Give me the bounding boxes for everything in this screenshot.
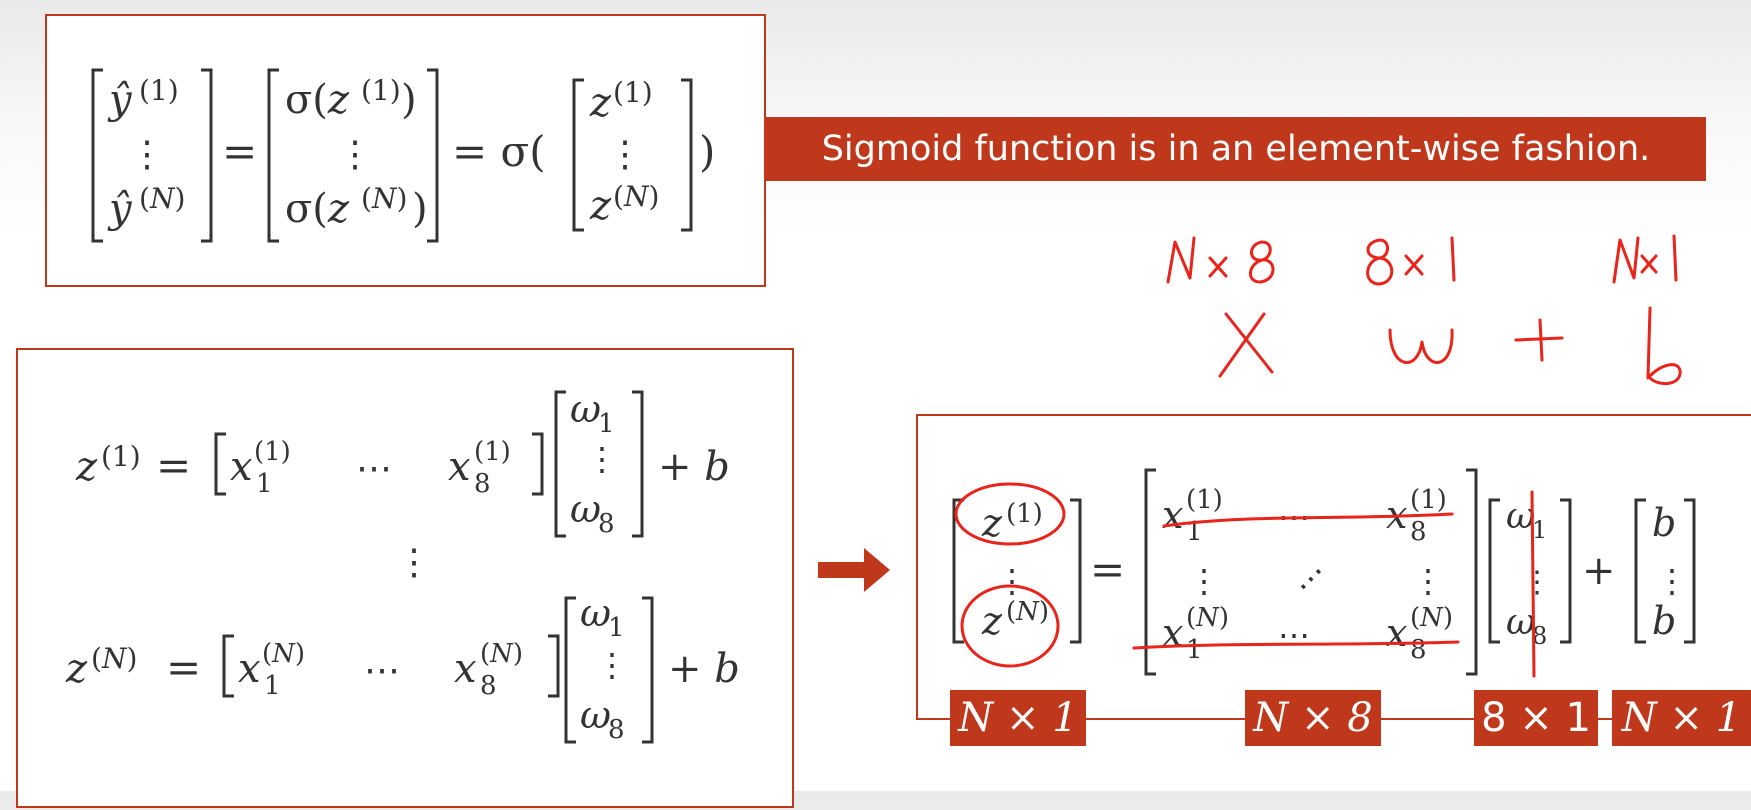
svg-text:σ(z: σ(z	[285, 77, 350, 123]
svg-text:+ b: + b	[668, 646, 740, 692]
matrix-form-box: z (1) ⋮ z (N) = x (1) 1 ⋯ x (1) 8 ⋮ ⋯ ⋮ …	[916, 414, 1751, 720]
svg-text:(N): (N)	[1186, 603, 1229, 633]
svg-text:(1): (1)	[139, 74, 179, 107]
svg-text:(1): (1)	[613, 76, 653, 109]
svg-text:1: 1	[1186, 517, 1203, 547]
matrix-form-equation: z (1) ⋮ z (N) = x (1) 1 ⋯ x (1) 8 ⋮ ⋯ ⋮ …	[952, 468, 1696, 678]
svg-text:8: 8	[608, 715, 625, 745]
svg-text:⋮: ⋮	[396, 542, 432, 583]
svg-text:⋮: ⋮	[1412, 562, 1444, 600]
svg-text:⋮: ⋮	[607, 134, 643, 175]
svg-text:ω: ω	[570, 387, 601, 431]
svg-text:x: x	[1162, 611, 1183, 655]
right-arrow-icon	[818, 548, 890, 592]
svg-text:x: x	[1386, 611, 1407, 655]
svg-text:⋯: ⋯	[1285, 554, 1334, 603]
svg-text:(1): (1)	[101, 440, 141, 473]
svg-text:x: x	[454, 646, 477, 692]
svg-text:(N): (N)	[613, 180, 659, 213]
svg-text:ω: ω	[1506, 496, 1535, 537]
svg-text:z: z	[589, 80, 612, 126]
svg-text:+ b: + b	[658, 444, 730, 490]
svg-text:⋮: ⋮	[1656, 562, 1688, 600]
svg-text:(N): (N)	[1410, 603, 1453, 633]
svg-text:(1): (1)	[1006, 499, 1043, 529]
svg-text:ŷ: ŷ	[107, 186, 133, 232]
sigmoid-banner: Sigmoid function is in an element-wise f…	[766, 117, 1706, 181]
svg-text:(N): (N)	[480, 639, 523, 669]
svg-text:=: =	[156, 441, 191, 490]
svg-text:b: b	[1652, 599, 1676, 643]
svg-text:=: =	[1090, 545, 1125, 594]
svg-text:z: z	[65, 646, 88, 692]
svg-text:z: z	[981, 501, 1003, 545]
svg-text:⋯: ⋯	[364, 650, 400, 691]
svg-text:= σ(: = σ(	[452, 127, 546, 176]
svg-text:z: z	[589, 183, 612, 229]
svg-text:x: x	[230, 444, 253, 490]
svg-text:1: 1	[256, 469, 273, 499]
dimension-label-n-x-8: N × 8	[1245, 690, 1381, 746]
svg-text:(1): (1)	[361, 74, 401, 107]
svg-text:⋮: ⋮	[129, 134, 165, 175]
svg-text:(N): (N)	[91, 642, 137, 675]
svg-text:8: 8	[598, 509, 615, 539]
svg-text:(1): (1)	[474, 437, 511, 467]
svg-text:σ(z: σ(z	[285, 186, 350, 232]
svg-text:8: 8	[480, 671, 497, 701]
svg-text:8: 8	[1532, 622, 1547, 650]
svg-text:1: 1	[1186, 635, 1203, 665]
handwritten-annotation	[1166, 234, 1682, 385]
svg-text:+: +	[1582, 548, 1616, 594]
svg-text:): )	[401, 77, 417, 123]
svg-text:=: =	[222, 127, 257, 176]
svg-text:b: b	[1652, 501, 1676, 545]
sigmoid-equation: ŷ (1) ⋮ ŷ (N) = σ(z (1) ) ⋮ σ(z (N) ) = …	[91, 68, 715, 243]
svg-text:⋮: ⋮	[337, 134, 373, 175]
svg-text:8: 8	[1410, 517, 1427, 547]
svg-text:1: 1	[1532, 516, 1547, 544]
svg-text:(N): (N)	[139, 182, 185, 215]
svg-text:⋮: ⋮	[1522, 565, 1552, 600]
svg-text:(N): (N)	[262, 639, 305, 669]
svg-text:8: 8	[1410, 635, 1427, 665]
svg-text:x: x	[448, 444, 471, 490]
svg-text:⋮: ⋮	[996, 562, 1028, 600]
svg-text:(1): (1)	[1186, 485, 1223, 515]
svg-text:1: 1	[598, 409, 615, 439]
svg-text:z: z	[981, 599, 1003, 643]
svg-text:=: =	[166, 643, 201, 692]
dimension-label-n-x-1: N × 1	[950, 690, 1086, 746]
svg-text:⋮: ⋮	[1188, 562, 1220, 600]
svg-text:1: 1	[608, 613, 625, 643]
svg-text:ŷ: ŷ	[107, 77, 133, 123]
svg-text:ω: ω	[580, 591, 611, 635]
svg-text:⋯: ⋯	[356, 448, 392, 489]
svg-text:x: x	[238, 646, 261, 692]
svg-text:z: z	[75, 444, 98, 490]
svg-text:ω: ω	[570, 487, 601, 531]
svg-text:ω: ω	[1506, 602, 1535, 643]
svg-text:(N): (N)	[1006, 597, 1049, 627]
svg-text:): )	[412, 186, 428, 232]
svg-text:⋮: ⋮	[596, 646, 628, 684]
svg-text:(N): (N)	[361, 182, 407, 215]
dimension-label-8-x-1: 8 × 1	[1474, 690, 1598, 746]
dimension-label-n-x-1-right: N × 1	[1612, 690, 1751, 746]
svg-text:(1): (1)	[254, 437, 291, 467]
svg-text:8: 8	[474, 469, 491, 499]
per-sample-equations-box: z (1) = x (1) 1 ⋯ x (1) 8 ω 1 ⋮ ω 8 + b …	[16, 348, 794, 808]
svg-text:⋯: ⋯	[1278, 616, 1310, 654]
svg-text:): )	[699, 127, 715, 176]
sigmoid-equation-box: ŷ (1) ⋮ ŷ (N) = σ(z (1) ) ⋮ σ(z (N) ) = …	[45, 14, 766, 287]
svg-text:x: x	[1162, 493, 1183, 537]
svg-text:(1): (1)	[1410, 485, 1447, 515]
per-sample-equations: z (1) = x (1) 1 ⋯ x (1) 8 ω 1 ⋮ ω 8 + b …	[65, 387, 740, 745]
svg-text:⋮: ⋮	[586, 440, 618, 478]
svg-text:ω: ω	[580, 693, 611, 737]
svg-text:1: 1	[264, 671, 281, 701]
